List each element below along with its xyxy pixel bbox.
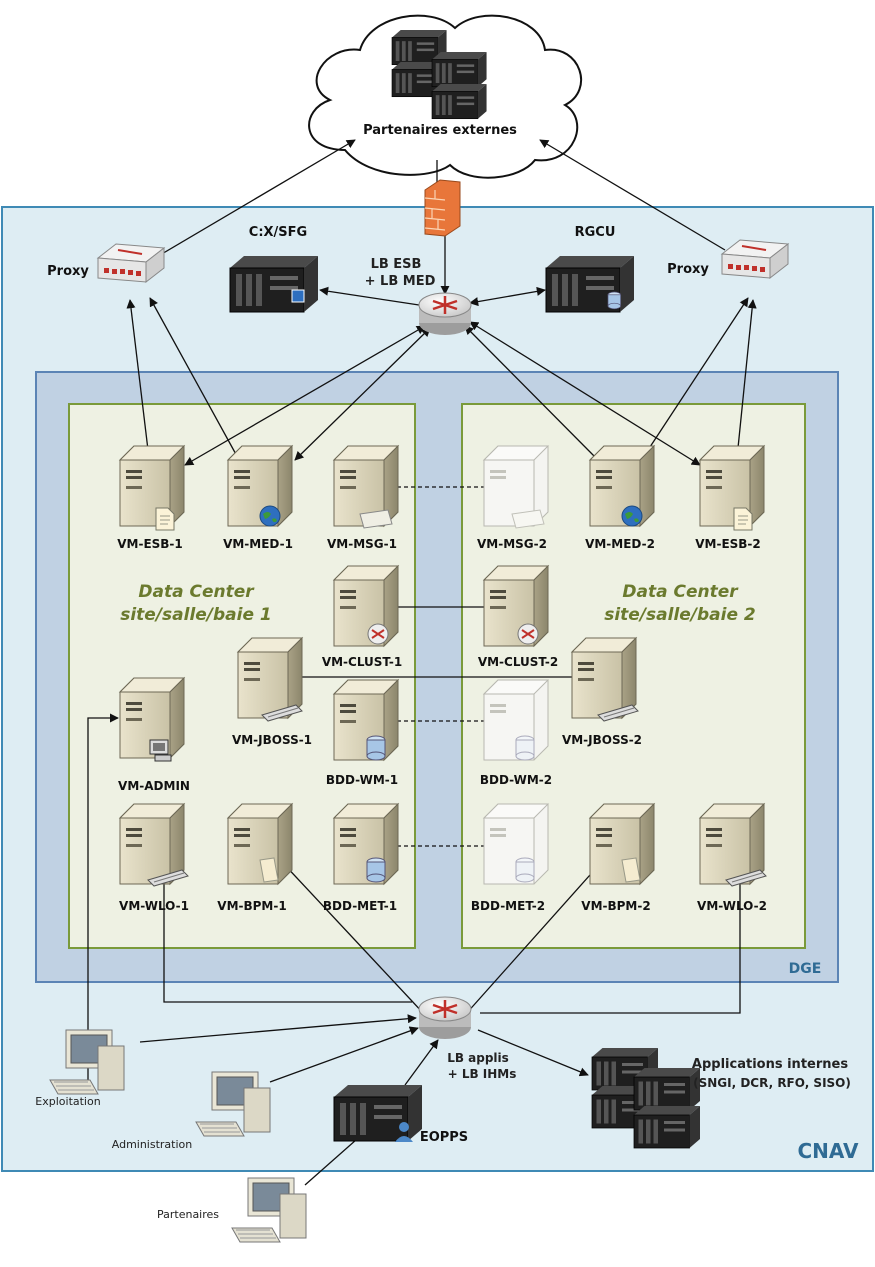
- vm-clust-1-label: VM-CLUST-1: [322, 655, 402, 669]
- vm-msg-2-label: VM-MSG-2: [477, 537, 547, 551]
- vm-msg-2: [483, 445, 549, 529]
- document-icon: [155, 507, 175, 531]
- vm-jboss-1-label: VM-JBOSS-1: [232, 733, 312, 747]
- database-faded-icon: [515, 735, 535, 761]
- vm-med-1: [227, 445, 293, 527]
- vm-esb-1-label: VM-ESB-1: [117, 537, 183, 551]
- lb-applis-router-icon: [417, 995, 473, 1041]
- eopps-label: EOPPS: [420, 1130, 468, 1145]
- lb-applis-label-2: + LB IHMs: [448, 1067, 517, 1081]
- datacenter-2-title: Data Center: [622, 582, 739, 602]
- vm-med-2-label: VM-MED-2: [585, 537, 655, 551]
- vm-wlo-2: [699, 803, 767, 887]
- vm-bpm-1: [227, 803, 293, 885]
- partenaires-label: Partenaires: [157, 1208, 219, 1221]
- globe-icon: [621, 505, 643, 527]
- vm-clust-1: [333, 565, 399, 647]
- globe-icon: [259, 505, 281, 527]
- cnav-zone-label: CNAV: [797, 1139, 859, 1163]
- vm-msg-1: [333, 445, 399, 529]
- lb-esb-label-1: LB ESB: [371, 257, 422, 272]
- bdd-wm-2: [483, 679, 549, 761]
- vm-esb-2-label: VM-ESB-2: [695, 537, 761, 551]
- partenaires-workstation-icon: [231, 1177, 307, 1243]
- bdd-wm-2-label: BDD-WM-2: [480, 773, 552, 787]
- user-icon: [395, 1122, 413, 1142]
- cxsfg-badge-icon: [291, 289, 305, 303]
- cxsfg-server-icon: [229, 255, 319, 313]
- database-faded-icon: [515, 857, 535, 883]
- database-icon: [366, 857, 386, 883]
- vm-med-1-label: VM-MED-1: [223, 537, 293, 551]
- vm-bpm-2: [589, 803, 655, 885]
- proxy-right-label: Proxy: [667, 262, 709, 277]
- cxsfg-label: C:X/SFG: [249, 225, 307, 240]
- vm-admin-label: VM-ADMIN: [118, 779, 190, 793]
- bdd-wm-1-label: BDD-WM-1: [326, 773, 398, 787]
- bdd-wm-1: [333, 679, 399, 761]
- rgcu-label: RGCU: [575, 225, 616, 240]
- router-icon: [367, 623, 389, 645]
- datacenter-1-title: Data Center: [138, 582, 255, 602]
- vm-msg-1-label: VM-MSG-1: [327, 537, 397, 551]
- rgcu-database-icon: [607, 291, 621, 310]
- vm-jboss-2-label: VM-JBOSS-2: [562, 733, 642, 747]
- cloud-label: Partenaires externes: [363, 123, 517, 138]
- vm-clust-2: [483, 565, 549, 647]
- lb-esb-label-2: + LB MED: [365, 274, 436, 289]
- administration-label: Administration: [112, 1138, 193, 1151]
- datacenter-1-subtitle: site/salle/baie 1: [120, 605, 272, 625]
- vm-jboss-2: [571, 637, 639, 722]
- lb-esb-router-icon: [417, 291, 473, 337]
- vm-bpm-2-label: VM-BPM-2: [581, 899, 650, 913]
- vm-bpm-1-label: VM-BPM-1: [217, 899, 286, 913]
- proxy-left-icon: [97, 243, 165, 283]
- vm-esb-1: [119, 445, 185, 531]
- vm-wlo-2-label: VM-WLO-2: [697, 899, 767, 913]
- vm-clust-2-label: VM-CLUST-2: [478, 655, 558, 669]
- lb-applis-label-1: LB applis: [447, 1051, 509, 1065]
- bdd-met-2-label: BDD-MET-2: [471, 899, 545, 913]
- proxy-right-icon: [721, 239, 789, 279]
- document-icon: [733, 507, 753, 531]
- internal-apps-label-1: Applications internes: [692, 1057, 848, 1072]
- dge-zone-label: DGE: [789, 961, 822, 977]
- vm-esb-2: [699, 445, 765, 531]
- bdd-met-1-label: BDD-MET-1: [323, 899, 397, 913]
- vm-med-2: [589, 445, 655, 527]
- datacenter-2-subtitle: site/salle/baie 2: [604, 605, 756, 625]
- vm-wlo-1-label: VM-WLO-1: [119, 899, 189, 913]
- vm-admin: [119, 677, 185, 762]
- vm-jboss-1: [237, 637, 303, 722]
- bdd-met-2: [483, 803, 549, 885]
- database-icon: [366, 735, 386, 761]
- firewall-icon: [424, 179, 461, 237]
- router-icon: [517, 623, 539, 645]
- eopps-server-icon: [333, 1084, 423, 1142]
- internal-apps-label-2: (SNGI, DCR, RFO, SISO): [693, 1076, 851, 1090]
- bdd-met-1: [333, 803, 399, 885]
- vm-wlo-1: [119, 803, 189, 887]
- exploitation-label: Exploitation: [35, 1095, 100, 1108]
- proxy-left-label: Proxy: [47, 264, 89, 279]
